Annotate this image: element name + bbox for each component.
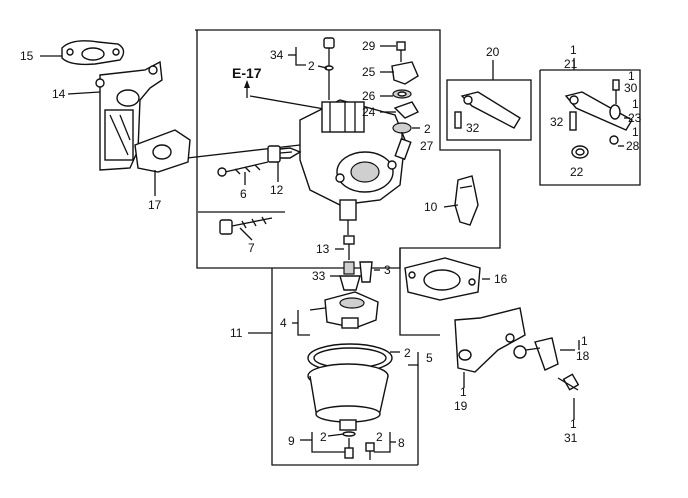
label-1-p19: 1: [460, 385, 467, 399]
label-20: 20: [486, 45, 500, 59]
carburetor-body: [269, 99, 412, 235]
label-17: 17: [148, 198, 162, 212]
label-15: 15: [20, 49, 34, 63]
label-13: 13: [316, 242, 330, 256]
label-33: 33: [312, 269, 326, 283]
label-2-bowl: 2: [404, 346, 411, 360]
label-22: 22: [570, 165, 584, 179]
insulator-part-17: [134, 129, 191, 173]
float-part-10: [454, 175, 479, 226]
label-24: 24: [362, 105, 376, 119]
label-5: 5: [426, 351, 433, 365]
lever-part-20: [454, 91, 521, 129]
float-part-4: [324, 291, 379, 329]
label-2-right: 2: [424, 122, 431, 136]
frame-lines: [169, 29, 641, 466]
label-8: 8: [398, 436, 405, 450]
label-1-p30: 1: [628, 69, 635, 83]
label-1-p28: 1: [632, 125, 639, 139]
label-2-top: 2: [308, 59, 315, 73]
label-32-left: 32: [466, 121, 480, 135]
bolt-part-31: [557, 373, 580, 391]
clip-part-18: [513, 337, 559, 371]
screw-part-34: [323, 37, 335, 100]
label-2-drain-right: 2: [376, 430, 383, 444]
pilot-jet-parts: [391, 41, 420, 140]
label-16: 16: [494, 272, 508, 286]
drain-screw-parts: [342, 431, 375, 460]
label-29: 29: [362, 39, 376, 53]
bracket-part-19: [454, 307, 526, 373]
label-31: 31: [564, 431, 578, 445]
float-bowl-part-5: [307, 343, 393, 431]
label-1-p31: 1: [570, 417, 577, 431]
label-28: 28: [626, 139, 640, 153]
label-30: 30: [624, 81, 638, 95]
gasket-part-15: [61, 40, 125, 66]
label-11: 11: [230, 326, 243, 340]
label-34: 34: [270, 48, 284, 62]
label-1-p23: 1: [632, 97, 639, 111]
label-2-drain-left: 2: [320, 430, 327, 444]
label-14: 14: [52, 87, 66, 101]
label-12: 12: [270, 183, 284, 197]
label-9: 9: [288, 434, 295, 448]
label-26: 26: [362, 89, 376, 103]
label-3: 3: [384, 263, 391, 277]
screw-part-6-12: [217, 145, 293, 177]
label-23: 23: [628, 111, 642, 125]
leader-lines: [40, 45, 630, 453]
label-ref-e17: E-17: [232, 65, 262, 81]
label-18: 18: [576, 349, 590, 363]
label-21: 21: [564, 57, 578, 71]
label-10: 10: [424, 200, 438, 214]
label-1-p21: 1: [570, 43, 577, 57]
part-labels: 15 14 17 34 2 E-17 29 25 26 24 2 27 6 12…: [20, 39, 642, 450]
label-1-p18: 1: [581, 334, 588, 348]
label-27: 27: [420, 139, 434, 153]
label-7: 7: [248, 241, 255, 255]
screw-part-7: [219, 216, 273, 235]
bracket-part-14: [95, 60, 163, 171]
jet-parts-13-33: [339, 235, 373, 291]
label-19: 19: [454, 399, 468, 413]
label-4: 4: [280, 316, 287, 330]
gasket-part-16: [404, 257, 481, 301]
lever-part-21: [564, 79, 633, 159]
label-25: 25: [362, 65, 376, 79]
label-6: 6: [240, 187, 247, 201]
label-32-right: 32: [550, 115, 564, 129]
